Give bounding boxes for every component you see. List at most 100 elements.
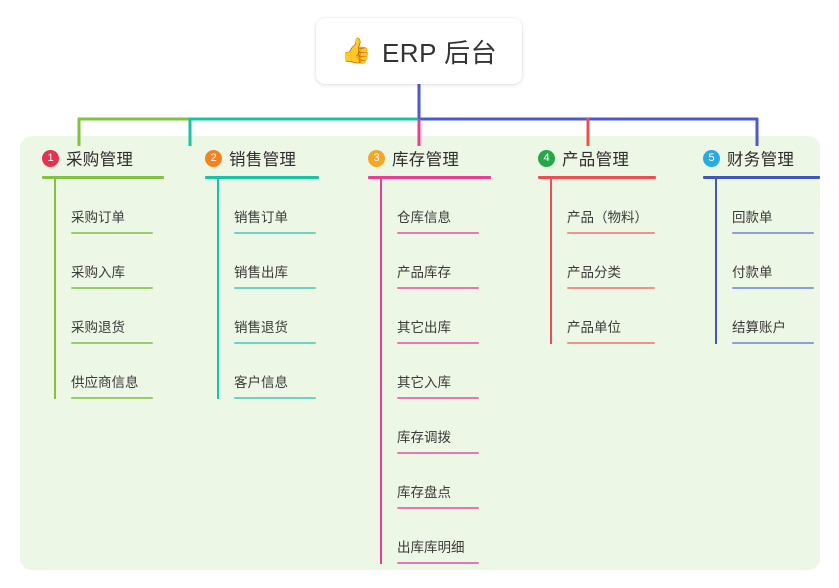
branch-column-product: 4 产品管理 产品（物料） 产品分类 产品单位 bbox=[520, 136, 685, 570]
leaf-rule bbox=[397, 232, 479, 234]
leaf-label: 产品单位 bbox=[567, 319, 621, 335]
leaf-label: 销售订单 bbox=[234, 209, 288, 225]
list-item[interactable]: 产品分类 bbox=[550, 234, 685, 289]
leaf-label: 采购订单 bbox=[71, 209, 125, 225]
branch-badge-1: 1 bbox=[42, 149, 59, 167]
leaf-rule bbox=[234, 287, 316, 289]
branch-rule-product bbox=[538, 176, 656, 179]
branch-title-product: 产品管理 bbox=[562, 151, 630, 169]
leaf-rule bbox=[567, 287, 655, 289]
branch-header-product[interactable]: 4 产品管理 bbox=[538, 136, 685, 174]
leaf-label: 出库库明细 bbox=[397, 539, 465, 555]
list-item[interactable]: 供应商信息 bbox=[54, 344, 185, 399]
list-item[interactable]: 客户信息 bbox=[217, 344, 350, 399]
branch-title-purchasing: 采购管理 bbox=[66, 151, 134, 169]
thumbs-up-icon: 👍 bbox=[340, 36, 372, 65]
leaf-label: 客户信息 bbox=[234, 374, 288, 390]
list-item[interactable]: 库存调拨 bbox=[380, 399, 520, 454]
list-item[interactable]: 结算账户 bbox=[715, 289, 820, 344]
leaf-rule bbox=[397, 342, 479, 344]
root-title: ERP 后台 bbox=[381, 37, 498, 68]
list-item[interactable]: 销售订单 bbox=[217, 179, 350, 234]
leaf-rule bbox=[567, 342, 655, 344]
leaf-rule bbox=[567, 232, 655, 234]
list-item[interactable]: 付款单 bbox=[715, 234, 820, 289]
list-item[interactable]: 出库库明细 bbox=[380, 509, 520, 564]
branch-title-sales: 销售管理 bbox=[229, 151, 297, 169]
list-item[interactable]: 销售退货 bbox=[217, 289, 350, 344]
list-item[interactable]: 销售出库 bbox=[217, 234, 350, 289]
leaf-label: 产品分类 bbox=[567, 264, 621, 280]
leaf-list-finance: 回款单 付款单 结算账户 bbox=[715, 179, 820, 344]
leaf-label: 其它入库 bbox=[397, 374, 451, 390]
leaf-rule bbox=[732, 287, 814, 289]
list-item[interactable]: 采购退货 bbox=[54, 289, 185, 344]
list-item[interactable]: 仓库信息 bbox=[380, 179, 520, 234]
leaf-spine-product bbox=[550, 179, 552, 344]
branch-rule-finance bbox=[703, 176, 820, 179]
leaf-rule bbox=[397, 507, 479, 509]
root-node[interactable]: 👍 ERP 后台 bbox=[316, 18, 522, 84]
leaf-rule bbox=[234, 342, 316, 344]
branch-columns: 1 采购管理 采购订单 采购入库 采购退货 供应商信 bbox=[20, 136, 820, 570]
leaf-spine-sales bbox=[217, 179, 219, 399]
list-item[interactable]: 产品库存 bbox=[380, 234, 520, 289]
branch-badge-3: 3 bbox=[368, 149, 385, 167]
leaf-label: 采购入库 bbox=[71, 264, 125, 280]
leaf-label: 库存调拨 bbox=[397, 429, 451, 445]
branch-column-purchasing: 1 采购管理 采购订单 采购入库 采购退货 供应商信 bbox=[20, 136, 185, 570]
leaf-list-inventory: 仓库信息 产品库存 其它出库 其它入库 库存调拨 bbox=[380, 179, 520, 564]
branch-badge-2: 2 bbox=[205, 149, 222, 167]
leaf-label: 付款单 bbox=[732, 264, 773, 280]
branch-title-finance: 财务管理 bbox=[727, 151, 795, 169]
branch-column-finance: 5 财务管理 回款单 付款单 结算账户 bbox=[685, 136, 820, 570]
branch-rule-purchasing bbox=[42, 176, 164, 179]
leaf-spine-inventory bbox=[380, 179, 382, 564]
leaf-list-product: 产品（物料） 产品分类 产品单位 bbox=[550, 179, 685, 344]
leaf-rule bbox=[234, 232, 316, 234]
list-item[interactable]: 采购订单 bbox=[54, 179, 185, 234]
leaf-label: 仓库信息 bbox=[397, 209, 451, 225]
leaf-label: 销售出库 bbox=[234, 264, 288, 280]
branch-header-purchasing[interactable]: 1 采购管理 bbox=[42, 136, 185, 174]
branch-badge-5: 5 bbox=[703, 149, 720, 167]
leaf-rule bbox=[71, 287, 153, 289]
leaf-label: 供应商信息 bbox=[71, 374, 139, 390]
branch-column-inventory: 3 库存管理 仓库信息 产品库存 其它出库 其它入库 bbox=[350, 136, 520, 570]
branch-rule-sales bbox=[205, 176, 319, 179]
list-item[interactable]: 回款单 bbox=[715, 179, 820, 234]
leaf-rule bbox=[397, 287, 479, 289]
branch-panel bbox=[20, 136, 820, 570]
list-item[interactable]: 产品单位 bbox=[550, 289, 685, 344]
list-item[interactable]: 采购入库 bbox=[54, 234, 185, 289]
leaf-label: 产品（物料） bbox=[567, 209, 648, 225]
list-item[interactable]: 产品（物料） bbox=[550, 179, 685, 234]
list-item[interactable]: 其它出库 bbox=[380, 289, 520, 344]
leaf-rule bbox=[732, 342, 814, 344]
branch-badge-4: 4 bbox=[538, 149, 555, 167]
leaf-label: 库存盘点 bbox=[397, 484, 451, 500]
branch-rule-inventory bbox=[368, 176, 491, 179]
branch-title-inventory: 库存管理 bbox=[392, 151, 460, 169]
leaf-label: 结算账户 bbox=[732, 319, 786, 335]
leaf-rule bbox=[397, 562, 479, 564]
leaf-rule bbox=[397, 397, 479, 399]
leaf-spine-finance bbox=[715, 179, 717, 344]
leaf-rule bbox=[397, 452, 479, 454]
branch-header-sales[interactable]: 2 销售管理 bbox=[205, 136, 350, 174]
leaf-rule bbox=[234, 397, 316, 399]
leaf-rule bbox=[71, 397, 153, 399]
branch-column-sales: 2 销售管理 销售订单 销售出库 销售退货 客户信息 bbox=[185, 136, 350, 570]
leaf-rule bbox=[71, 232, 153, 234]
leaf-label: 产品库存 bbox=[397, 264, 451, 280]
leaf-label: 销售退货 bbox=[234, 319, 288, 335]
leaf-rule bbox=[732, 232, 814, 234]
leaf-spine-purchasing bbox=[54, 179, 56, 399]
leaf-label: 回款单 bbox=[732, 209, 773, 225]
branch-header-finance[interactable]: 5 财务管理 bbox=[703, 136, 820, 174]
leaf-rule bbox=[71, 342, 153, 344]
list-item[interactable]: 库存盘点 bbox=[380, 454, 520, 509]
list-item[interactable]: 其它入库 bbox=[380, 344, 520, 399]
branch-header-inventory[interactable]: 3 库存管理 bbox=[368, 136, 520, 174]
